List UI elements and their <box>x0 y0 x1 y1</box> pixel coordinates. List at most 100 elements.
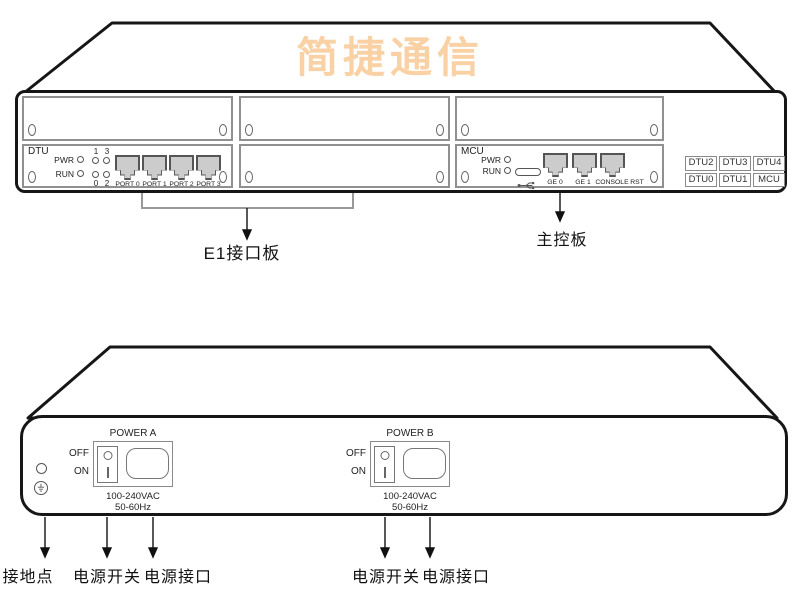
rj45-port <box>115 155 140 180</box>
screw-hole <box>461 171 469 183</box>
run-led-label: RUN <box>482 166 501 176</box>
e1-led <box>92 157 99 164</box>
e1-led <box>92 171 99 178</box>
power-a-module <box>93 441 173 487</box>
led-matrix-digit: 3 <box>104 147 110 156</box>
switch-on-mark <box>106 467 109 478</box>
arrowhead-power-switch-a <box>101 547 113 559</box>
blank-slot <box>239 96 450 141</box>
port-label: GE 0 <box>547 179 563 186</box>
power-socket <box>126 448 169 479</box>
callout-ground-point: 接地点 <box>2 569 54 586</box>
power-a-title: POWER A <box>109 428 157 439</box>
rear-panel: POWER A OFF ON 100-240VAC 50-60Hz POWER … <box>20 415 788 516</box>
led-matrix-digit: 1 <box>93 147 99 156</box>
arrowhead-power-switch-b <box>379 547 391 559</box>
rj45-port <box>196 155 221 180</box>
e1-bracket <box>141 192 354 209</box>
power-b-rating: 100-240VAC 50-60Hz <box>353 491 467 513</box>
run-led-label: RUN <box>55 169 74 179</box>
screw-hole <box>650 171 658 183</box>
screw-hole <box>245 124 253 136</box>
usb-port <box>515 168 541 176</box>
pwr-led <box>77 156 84 163</box>
run-led <box>77 170 84 177</box>
arrowhead-power-socket-a <box>147 547 159 559</box>
voltage-label: 100-240VAC <box>383 491 437 502</box>
port-label: PORT 3 <box>196 181 221 188</box>
slot-grid-cell: MCU <box>753 172 785 187</box>
screw-hole <box>650 124 658 136</box>
port-label: CONSOLE <box>595 179 629 186</box>
on-label: ON <box>74 466 89 477</box>
screw-hole <box>28 171 36 183</box>
run-led <box>504 167 511 174</box>
ground-screw <box>36 463 47 474</box>
callout-power-socket-a: 电源接口 <box>143 569 212 586</box>
frequency-label: 50-60Hz <box>115 501 151 513</box>
e1-led <box>103 157 110 164</box>
on-label: ON <box>351 466 366 477</box>
rj45-port-ge1 <box>572 153 597 177</box>
screw-hole <box>436 124 444 136</box>
watermark-text: 简捷通信 <box>296 34 485 81</box>
power-a-rating: 100-240VAC 50-60Hz <box>76 491 190 513</box>
voltage-label: 100-240VAC <box>106 491 160 502</box>
rj45-port <box>142 155 167 180</box>
screw-hole <box>219 171 227 183</box>
slot-grid-cell: DTU2 <box>685 156 717 171</box>
slot-grid-cell: DTU0 <box>685 172 717 187</box>
frequency-label: 50-60Hz <box>392 501 428 513</box>
switch-off-mark <box>103 451 112 460</box>
arrowhead-e1-board <box>241 229 253 241</box>
power-a-group: POWER A OFF ON 100-240VAC 50-60Hz <box>48 428 228 513</box>
port-label: PORT 2 <box>169 181 194 188</box>
callout-power-switch-b: 电源开关 <box>351 569 420 586</box>
screw-hole <box>28 124 36 136</box>
off-label: OFF <box>69 448 89 459</box>
slot-grid-cell: DTU1 <box>719 172 751 187</box>
power-switch <box>97 446 118 483</box>
mcu-slot: MCU PWR RUN GE 0 GE 1 CONSOLE RST <box>455 144 664 190</box>
slot-grid-cell: DTU3 <box>719 156 751 171</box>
switch-on-mark <box>383 467 386 478</box>
ground-icon <box>34 481 48 495</box>
callout-power-switch-a: 电源开关 <box>72 569 141 586</box>
callout-power-socket-b: 电源接口 <box>421 569 490 586</box>
arrowhead-ground-point <box>39 547 51 559</box>
pwr-led-label: PWR <box>54 155 74 165</box>
dtu-slot: DTU PWR RUN 1 3 0 2 PORT 0 PORT 1 PORT 2… <box>22 144 233 188</box>
slot-grid-cell: DTU4 <box>753 156 785 171</box>
screw-hole <box>436 171 444 183</box>
port-label: GE 1 <box>575 179 591 186</box>
screw-hole <box>461 124 469 136</box>
rj45-port-console <box>600 153 625 177</box>
blank-slot <box>455 96 664 141</box>
arrowhead-main-board <box>554 211 566 223</box>
power-b-module <box>370 441 450 487</box>
slot-label-grid: DTU2 DTU3 DTU4 DTU0 DTU1 MCU <box>685 156 785 187</box>
power-switch <box>374 446 395 483</box>
off-label: OFF <box>346 448 366 459</box>
rear-chassis-top <box>26 345 779 420</box>
port-label: PORT 1 <box>142 181 167 188</box>
led-matrix-digit: 0 <box>93 179 99 188</box>
usb-icon <box>517 177 537 195</box>
pwr-led <box>504 156 511 163</box>
switch-off-mark <box>380 451 389 460</box>
rst-label: RST <box>630 179 644 186</box>
blank-slot <box>239 144 450 188</box>
rj45-port <box>169 155 194 180</box>
blank-slot <box>22 96 233 141</box>
power-b-group: POWER B OFF ON 100-240VAC 50-60Hz <box>325 428 505 513</box>
screw-hole <box>245 171 253 183</box>
power-socket <box>403 448 446 479</box>
callout-main-board: 主控板 <box>536 232 588 249</box>
led-matrix-digit: 2 <box>104 179 110 188</box>
callout-arrows <box>39 193 566 559</box>
pwr-led-label: PWR <box>481 155 501 165</box>
screw-hole <box>219 124 227 136</box>
port-label: PORT 0 <box>115 181 140 188</box>
